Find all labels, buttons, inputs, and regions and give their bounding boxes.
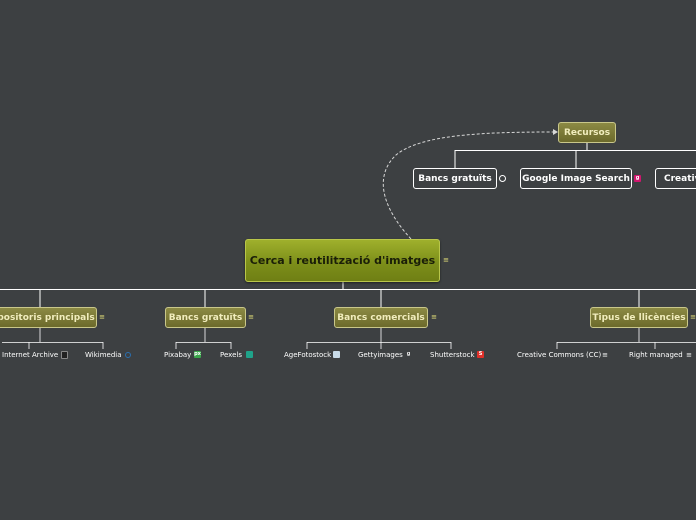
topic-bancs-comercials-label: Bancs comercials — [337, 312, 425, 323]
connector-leaves-llicencies — [556, 328, 696, 349]
connector-recursos — [454, 143, 696, 168]
connector-leaves-comercials — [306, 328, 452, 349]
topic-repositoris-principals-label: Repositoris principals — [0, 312, 95, 323]
note-icon[interactable]: ≡ — [431, 313, 437, 321]
central-note-icon[interactable]: ≡ — [443, 256, 449, 264]
dashed-relation-line — [382, 131, 554, 240]
internet-archive-icon[interactable] — [61, 351, 68, 359]
connector-leaves-gratuits — [175, 328, 232, 349]
topic-recursos[interactable]: Recursos — [558, 122, 616, 143]
note-icon[interactable]: ≡ — [248, 313, 254, 321]
pixabay-icon[interactable]: px — [194, 351, 201, 358]
topic-recursos-label: Recursos — [563, 127, 611, 138]
central-topic-label: Cerca i reutilització d'imatges — [249, 253, 436, 267]
topic-bancs-gratuits-link-label: Bancs gratuïts — [418, 173, 492, 184]
globe-icon[interactable] — [499, 175, 506, 182]
leaf-pexels[interactable]: Pexels — [220, 351, 242, 359]
topic-creative-commons-link-label: Creativ — [664, 173, 696, 184]
leaf-shutterstock[interactable]: Shutterstock — [430, 351, 475, 359]
leaf-pixabay[interactable]: Pixabay — [164, 351, 192, 359]
gettyimages-icon[interactable]: g — [405, 351, 412, 358]
topic-google-image-search-label: Google Image Search — [522, 173, 630, 184]
note-icon[interactable]: ≡ — [99, 313, 105, 321]
note-icon[interactable]: ≡ — [690, 313, 696, 321]
topic-bancs-gratuits[interactable]: Bancs gratuïts — [165, 307, 246, 328]
topic-tipus-de-llicencies[interactable]: Tipus de llicències — [590, 307, 688, 328]
leaf-creative-commons[interactable]: Creative Commons (CC) — [517, 351, 602, 359]
central-topic[interactable]: Cerca i reutilització d'imatges — [245, 239, 440, 282]
leaf-internet-archive[interactable]: Internet Archive — [2, 351, 59, 359]
google-icon[interactable]: g — [634, 175, 641, 182]
connector-bus-branches — [39, 289, 640, 307]
leaf-agefotostock[interactable]: AgeFotostock — [284, 351, 332, 359]
leaf-right-managed[interactable]: Right managed — [629, 351, 683, 359]
wikimedia-icon[interactable] — [125, 352, 131, 358]
note-icon[interactable]: ≡ — [686, 351, 692, 359]
topic-repositoris-principals[interactable]: Repositoris principals — [0, 307, 97, 328]
topic-bancs-comercials[interactable]: Bancs comercials — [334, 307, 428, 328]
connector-central-bus — [0, 282, 696, 290]
agefotostock-icon[interactable] — [333, 351, 340, 358]
topic-creative-commons-link[interactable]: Creativ — [655, 168, 696, 189]
note-icon[interactable]: ≡ — [602, 351, 608, 359]
dashed-relation-arrowhead — [553, 129, 558, 135]
shutterstock-icon[interactable]: S — [477, 351, 484, 358]
topic-bancs-gratuits-label: Bancs gratuïts — [168, 312, 243, 323]
pexels-icon[interactable] — [246, 351, 253, 358]
leaf-gettyimages[interactable]: Gettyimages — [358, 351, 403, 359]
topic-bancs-gratuits-link[interactable]: Bancs gratuïts — [413, 168, 497, 189]
connector-leaves-repositoris — [2, 328, 104, 349]
topic-google-image-search[interactable]: Google Image Search — [520, 168, 632, 189]
leaf-wikimedia[interactable]: Wikimedia — [85, 351, 122, 359]
topic-tipus-de-llicencies-label: Tipus de llicències — [592, 312, 686, 323]
